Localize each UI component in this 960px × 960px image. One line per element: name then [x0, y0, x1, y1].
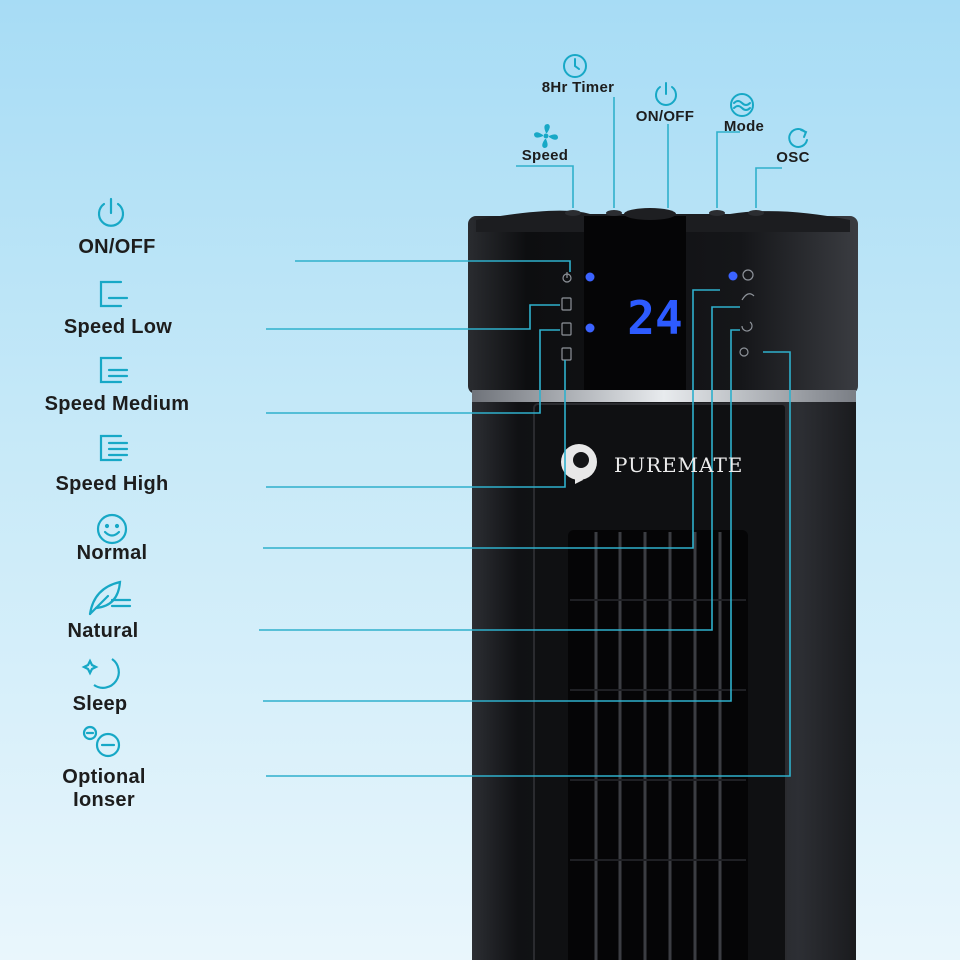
chrome-ring: [472, 390, 856, 402]
clock-icon: [561, 52, 589, 80]
label-normal: Normal: [76, 542, 148, 564]
label-timer: 8Hr Timer: [541, 79, 615, 96]
grille-slats: [594, 532, 722, 960]
callout-lines: [259, 97, 791, 777]
moon-icon: [81, 655, 122, 691]
label-ionser: Optional Ionser: [62, 766, 146, 811]
display-readout: 24: [627, 291, 682, 345]
air-grille: [568, 530, 748, 960]
leaf-icon: [86, 578, 132, 618]
label-speed-high: Speed High: [55, 473, 169, 495]
speed-low-icon: [95, 276, 131, 312]
top-power-icon: [652, 80, 680, 108]
speed-high-icon: [95, 430, 131, 466]
fan-body: [472, 398, 856, 960]
speed-medium-icon: [95, 352, 131, 388]
panel-icons: [561, 269, 755, 361]
label-mode: Mode: [723, 118, 765, 135]
label-natural: Natural: [67, 620, 139, 642]
label-on-off: ON/OFF: [78, 236, 156, 258]
indicator-leds: [585, 271, 738, 333]
label-speed: Speed: [521, 147, 569, 164]
label-osc: OSC: [776, 149, 810, 166]
brand-name: PUREMATE: [614, 453, 743, 477]
label-sleep: Sleep: [72, 693, 128, 715]
top-buttons: [565, 208, 764, 220]
fan-icon: [532, 122, 560, 150]
wave-icon: [728, 93, 756, 117]
label-speed-medium: Speed Medium: [44, 393, 190, 415]
brand-logo-icon: [561, 444, 597, 484]
label-speed-low: Speed Low: [63, 316, 173, 338]
oscillation-icon: [783, 126, 811, 150]
ionizer-icon: [80, 724, 126, 760]
smiley-icon: [94, 511, 130, 547]
power-icon: [93, 196, 129, 232]
label-top-on-off: ON/OFF: [635, 108, 695, 125]
